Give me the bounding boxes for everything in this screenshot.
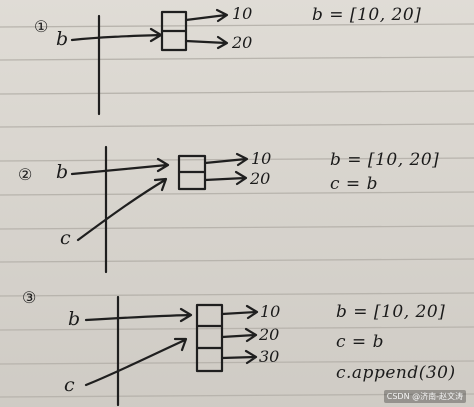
- panel-2-arrow-10: [203, 152, 249, 167]
- panel-3-step: ③: [22, 288, 37, 307]
- panel-1-arrow-b: [70, 27, 163, 43]
- panel-1-step: ①: [34, 17, 49, 36]
- panel-2-code-line-1: b = [10, 20]: [330, 150, 440, 170]
- panel-1-value-20: 20: [232, 33, 253, 52]
- panel-3-arrow-10: [220, 304, 259, 320]
- panel-3-var-b: b: [68, 308, 81, 330]
- panel-3-var-c: c: [64, 374, 75, 396]
- panel-1-code-line-1: b = [10, 20]: [312, 5, 422, 25]
- panel-1-arrow-10: [184, 8, 229, 23]
- panel-1-var-b: b: [56, 28, 69, 50]
- panel-3-code-line-1: b = [10, 20]: [336, 302, 446, 322]
- panel-2-value-10: 10: [251, 149, 272, 168]
- panel-2-arrow-b: [70, 157, 170, 176]
- panel-3-arrow-c: [84, 337, 188, 387]
- panel-3-arrow-20: [220, 327, 258, 343]
- panel-3-code-line-3: c.append(30): [336, 363, 456, 383]
- panel-2-drawing: [70, 145, 249, 274]
- panel-3-drawing: [84, 295, 259, 407]
- panel-2-value-20: 20: [250, 169, 271, 188]
- panel-3-arrow-30: [220, 349, 258, 365]
- watermark: CSDN @济南-赵文涛: [383, 390, 466, 403]
- panel-3-code-line-2: c = b: [336, 332, 384, 352]
- panel-3-arrow-b: [84, 307, 193, 323]
- panel-1-drawing: [70, 8, 229, 116]
- panel-2-arrow-20: [203, 170, 248, 186]
- panel-3-value-20: 20: [259, 325, 280, 344]
- panel-2-code-line-2: c = b: [330, 174, 378, 194]
- panel-2-var-b: b: [56, 161, 69, 183]
- panel-1-arrow-20: [184, 35, 229, 50]
- panel-1-value-10: 10: [232, 4, 253, 23]
- panel-2-arrow-c: [76, 177, 168, 242]
- panel-3-value-10: 10: [260, 302, 281, 321]
- panel-3-list-box: [195, 303, 224, 373]
- panel-1-list-box: [160, 10, 188, 52]
- panel-2-var-c: c: [60, 227, 71, 249]
- panel-3-value-30: 30: [259, 347, 280, 366]
- panel-2-list-box: [177, 154, 207, 191]
- panel-2-step: ②: [18, 165, 33, 184]
- ruled-lines: [0, 23, 474, 398]
